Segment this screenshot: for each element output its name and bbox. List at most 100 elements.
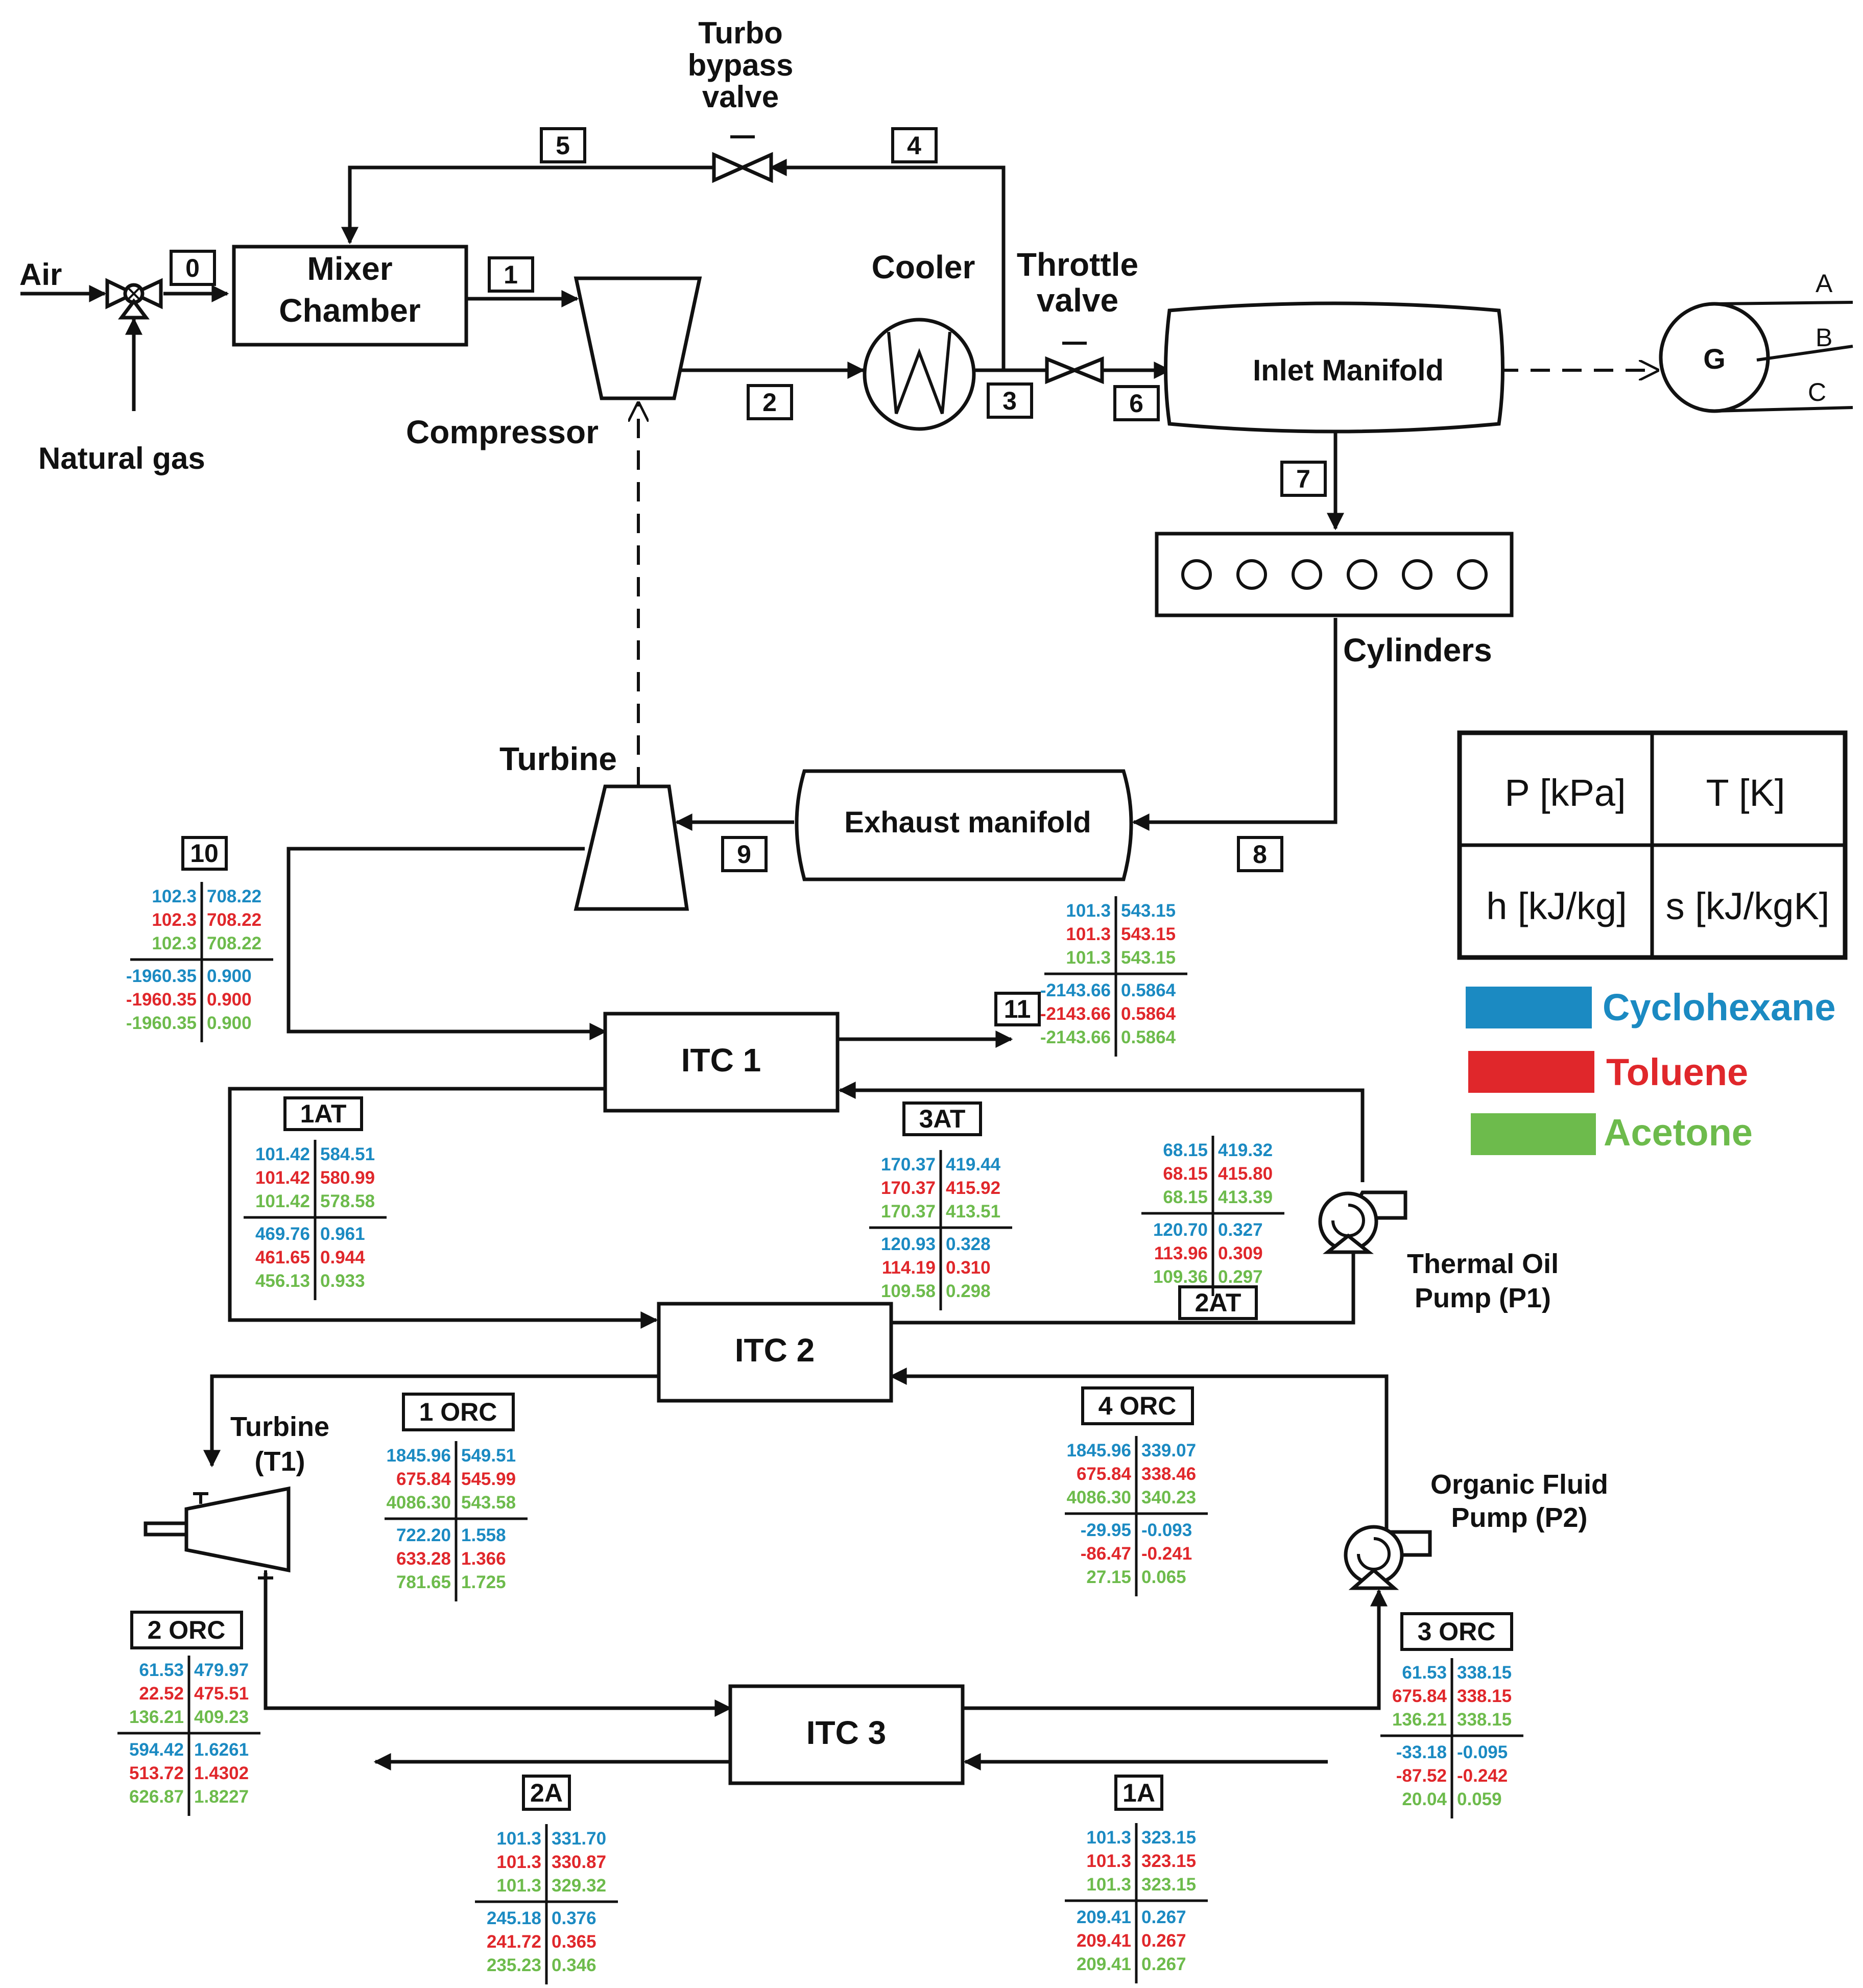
state-box-3orc: 3 ORC (1400, 1612, 1513, 1651)
entropy-value: 0.065 (1141, 1567, 1186, 1587)
compressor-icon (574, 276, 702, 400)
temperature-value: 338.15 (1457, 1663, 1512, 1683)
organic-pump-label-line2: Pump (P2) (1451, 1502, 1587, 1533)
temperature-value: 708.22 (207, 887, 261, 906)
state-box-2a: 2A (522, 1775, 571, 1811)
enthalpy-value: -33.18 (1396, 1742, 1447, 1762)
entropy-value: 0.365 (552, 1932, 596, 1952)
orc-turbine-label-line1: Turbine (230, 1411, 329, 1442)
temperature-value: 330.87 (552, 1852, 606, 1872)
stream-10-line (286, 847, 607, 1040)
pressure-value: 136.21 (129, 1707, 184, 1727)
enthalpy-value: -86.47 (1081, 1544, 1131, 1564)
enthalpy-value: -1960.35 (126, 990, 197, 1010)
svg-text:3: 3 (1002, 387, 1017, 415)
temperature-value: 479.97 (194, 1660, 249, 1680)
temperature-value: 338.15 (1457, 1686, 1512, 1706)
enthalpy-value: 20.04 (1402, 1789, 1447, 1809)
entropy-value: 0.309 (1218, 1243, 1263, 1263)
pressure-value: 136.21 (1392, 1710, 1447, 1730)
throttle-valve-label-line2: valve (1037, 282, 1118, 319)
svg-text:1: 1 (504, 260, 518, 289)
pressure-value: 102.3 (152, 933, 197, 953)
pressure-value: 170.37 (881, 1202, 936, 1221)
entropy-value: 0.267 (1141, 1954, 1186, 1974)
stream-1at-line (228, 1087, 658, 1329)
pressure-value: 1845.96 (1066, 1441, 1131, 1460)
cylinders-label: Cylinders (1343, 632, 1492, 668)
entropy-value: 0.267 (1141, 1907, 1186, 1927)
entropy-value: -0.241 (1141, 1544, 1192, 1564)
pressure-value: 101.42 (255, 1144, 310, 1164)
stream-3at-line (838, 1082, 1365, 1182)
stream-5-line (341, 165, 714, 245)
legend-entropy: s [kJ/kgK] (1666, 885, 1830, 927)
pressure-value: 101.3 (496, 1852, 541, 1872)
state-box-5: 5 (540, 127, 586, 163)
itc1-label: ITC 1 (681, 1042, 761, 1079)
temperature-value: 338.46 (1141, 1464, 1196, 1484)
thermal-oil-pump-label-line2: Pump (P1) (1415, 1283, 1551, 1313)
state-box-11: 11 (994, 992, 1041, 1026)
turbo-bypass-label-line1: Turbo (698, 16, 783, 50)
temperature-value: 331.70 (552, 1829, 606, 1849)
state-box-10: 10 (181, 836, 228, 871)
temperature-value: 584.51 (320, 1144, 375, 1164)
svg-text:1AT: 1AT (300, 1099, 347, 1128)
temperature-value: 543.58 (461, 1493, 516, 1513)
generator-a-label: A (1816, 269, 1833, 298)
state-box-3at: 3AT (902, 1101, 982, 1136)
state-box-3: 3 (987, 382, 1033, 419)
state-box-8: 8 (1237, 836, 1283, 872)
orc-turbine-icon (144, 1486, 291, 1579)
enthalpy-value: -2143.66 (1040, 1004, 1111, 1024)
entropy-value: 1.6261 (194, 1740, 249, 1760)
stream-4orc-line (889, 1368, 1389, 1552)
generator-b-label: B (1816, 323, 1832, 352)
pressure-value: 675.84 (1077, 1464, 1132, 1484)
legend-cyclohexane: Cyclohexane (1603, 986, 1836, 1028)
state-box-7: 7 (1280, 461, 1327, 497)
entropy-value: 1.725 (461, 1572, 506, 1592)
enthalpy-value: -1960.35 (126, 1013, 197, 1033)
thermal-oil-pump-label-line1: Thermal Oil (1407, 1249, 1559, 1279)
entropy-value: 0.327 (1218, 1220, 1263, 1240)
temperature-value: 708.22 (207, 910, 261, 930)
temperature-value: 329.32 (552, 1876, 606, 1896)
pressure-value: 4086.30 (1066, 1488, 1131, 1507)
enthalpy-value: 209.41 (1077, 1931, 1131, 1951)
acetone-swatch (1471, 1113, 1596, 1155)
enthalpy-value: 27.15 (1086, 1567, 1131, 1587)
entropy-value: 0.5864 (1121, 1027, 1176, 1047)
temperature-value: 413.39 (1218, 1187, 1273, 1207)
entropy-value: 0.900 (207, 966, 252, 986)
state-box-2orc: 2 ORC (130, 1611, 243, 1649)
temperature-value: 415.92 (946, 1178, 1000, 1198)
svg-text:11: 11 (1004, 995, 1031, 1023)
entropy-value: 1.558 (461, 1525, 506, 1545)
state-box-2: 2 (747, 384, 793, 420)
svg-text:2: 2 (762, 388, 777, 417)
entropy-value: 0.5864 (1121, 980, 1176, 1000)
fluid-legend: Cyclohexane Toluene Acetone (1466, 986, 1836, 1155)
enthalpy-value: 120.93 (881, 1234, 936, 1254)
pressure-value: 102.3 (152, 887, 197, 906)
entropy-value: 0.900 (207, 1013, 252, 1033)
temperature-value: 475.51 (194, 1684, 249, 1704)
legend-temperature: T [K] (1706, 772, 1785, 814)
organic-fluid-pump-icon (1344, 1525, 1432, 1590)
enthalpy-value: -29.95 (1081, 1520, 1131, 1540)
thermal-oil-pump-icon (1318, 1190, 1407, 1254)
exhaust-manifold-label: Exhaust manifold (844, 806, 1091, 839)
enthalpy-value: 469.76 (255, 1224, 310, 1244)
pressure-value: 101.3 (1086, 1851, 1131, 1871)
enthalpy-value: 722.20 (396, 1525, 451, 1545)
enthalpy-value: 594.42 (129, 1740, 184, 1760)
cylinder-icon (1457, 559, 1488, 590)
enthalpy-value: 113.96 (1154, 1243, 1208, 1263)
legend-toluene: Toluene (1606, 1051, 1748, 1093)
temperature-value: 545.99 (461, 1469, 516, 1489)
pressure-value: 101.42 (255, 1191, 310, 1211)
temperature-value: 543.15 (1121, 901, 1176, 921)
